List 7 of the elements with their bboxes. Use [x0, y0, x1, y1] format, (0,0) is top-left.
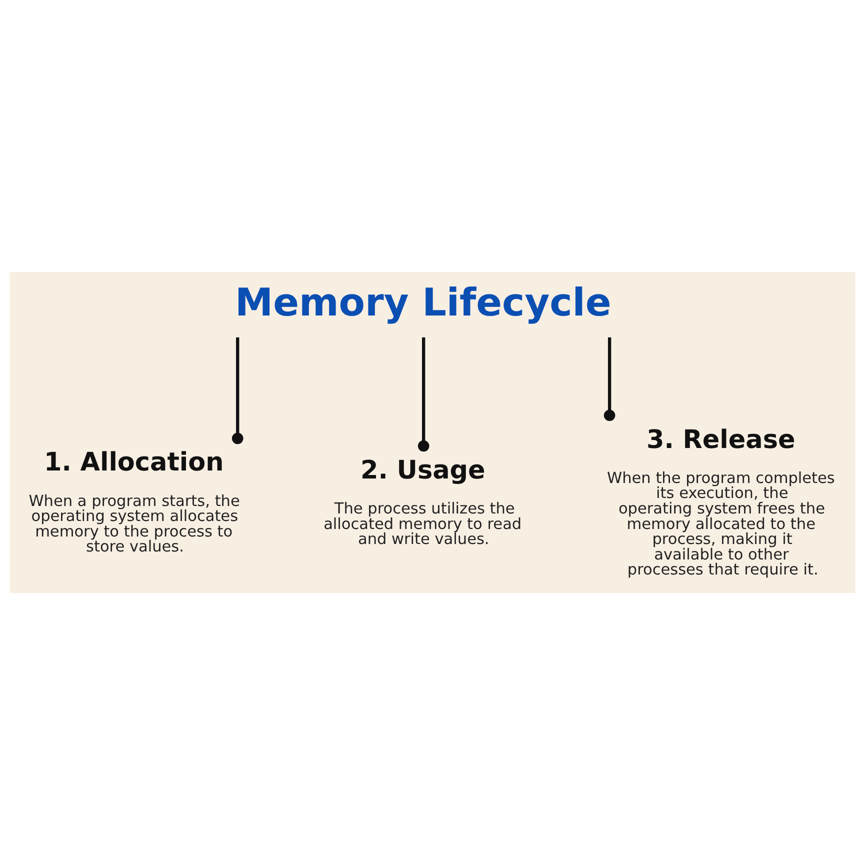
- node-text: Memory Lifecycle: [234, 280, 611, 325]
- node-text: 3. Release When the program completes its execution, the operating system frees the memory allocated to the process, making it available to other processes that require it.: [606, 424, 834, 578]
- node-text: 2. Usage The process utilizes the allocated memory to read and write values.: [323, 454, 522, 548]
- connector: [417, 336, 429, 452]
- connector: [603, 336, 615, 421]
- connector: [231, 336, 243, 444]
- node-text: 1. Allocation When a program starts, the operating system allocates memory to the process to store values.: [28, 447, 240, 556]
